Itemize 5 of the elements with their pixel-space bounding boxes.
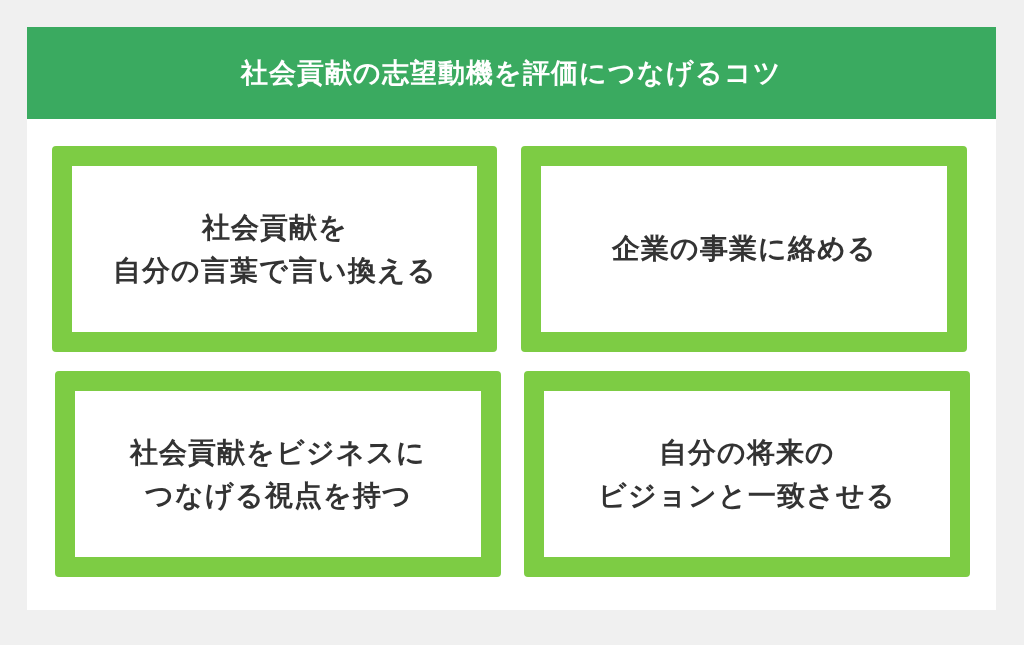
tip-box: 自分の将来のビジョンと一致させる (524, 371, 970, 577)
tip-box: 社会貢献をビジネスにつなげる視点を持つ (55, 371, 501, 577)
tip-box: 企業の事業に絡める (521, 146, 967, 352)
title-band: 社会貢献の志望動機を評価につなげるコツ (27, 27, 996, 119)
tip-box: 社会貢献を自分の言葉で言い換える (52, 146, 497, 352)
